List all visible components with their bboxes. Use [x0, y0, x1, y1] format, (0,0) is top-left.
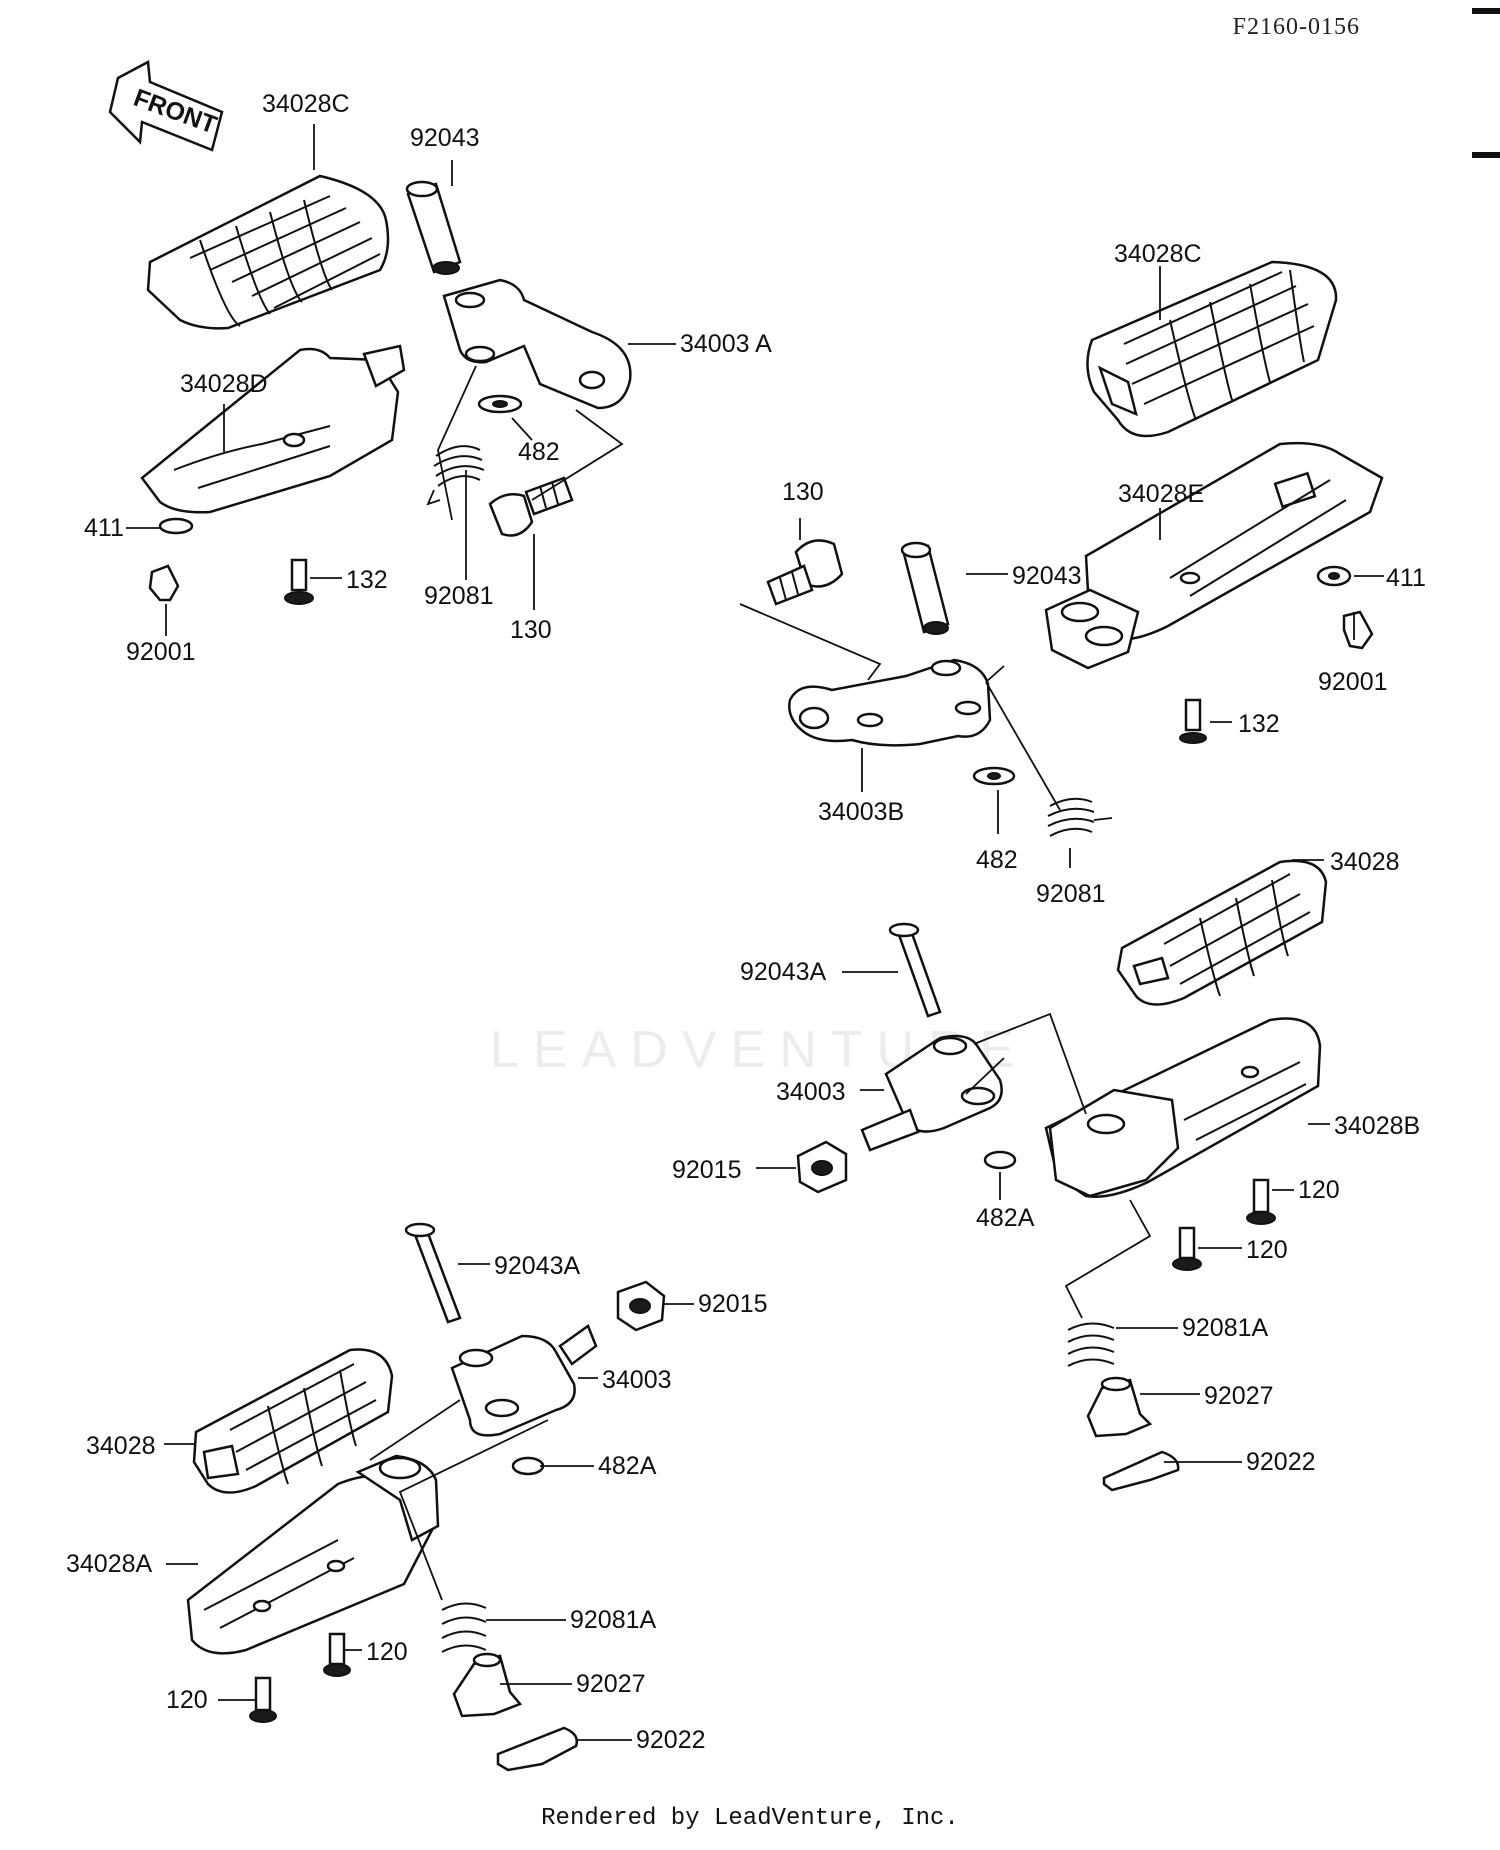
callout-label: 92015 [672, 1156, 742, 1184]
edge-mark [1472, 152, 1500, 158]
collar-92027-left [452, 1652, 523, 1718]
callout-label: 482 [976, 846, 1018, 874]
nipple-92001-right [1342, 610, 1374, 650]
spring-92081-left [426, 445, 485, 506]
callout-label: 92015 [698, 1290, 768, 1318]
screw-132-left [284, 558, 314, 605]
callout-label: 34003B [818, 798, 904, 826]
cam-92022-right [1102, 1450, 1180, 1492]
nipple-92001-left [148, 564, 180, 602]
callout-label: 120 [166, 1686, 208, 1714]
callout-label: 34028B [1334, 1112, 1420, 1140]
front-arrow: FRONT [108, 60, 224, 152]
footer-credit: Rendered by LeadVenture, Inc. [541, 1805, 959, 1832]
bolt-130-right [766, 539, 844, 606]
pin-92043a-left [404, 1222, 462, 1324]
callout-label: 92081A [1182, 1314, 1269, 1342]
callout-label: 92043 [1012, 562, 1082, 590]
nut-92015-left [616, 1280, 666, 1332]
callout-labels: 34028C 92043 34003 A 34028D 482 411 132 … [66, 90, 1426, 1754]
pin-92043-left [405, 180, 462, 275]
callout-label: 130 [782, 478, 824, 506]
bolt-130-left [488, 476, 574, 537]
spring-92081a-left [441, 1602, 487, 1653]
spring-92081-right [1047, 797, 1113, 837]
callout-label: 92022 [1246, 1448, 1316, 1476]
callout-label: 411 [84, 514, 124, 542]
callout-label: 34028E [1118, 480, 1204, 508]
callout-label: 34028C [1114, 240, 1202, 268]
callout-label: 92043A [740, 958, 827, 986]
callout-label: 92027 [576, 1670, 646, 1698]
bracket-34003-left [450, 1324, 598, 1437]
washer-hole [987, 772, 1001, 780]
callout-label: 34028A [66, 1550, 153, 1578]
bracket-34003b [788, 658, 992, 747]
footpeg-rubber-34028-left [192, 1348, 394, 1494]
callout-label: 132 [1238, 710, 1280, 738]
footpeg-base-34028b [1044, 1017, 1322, 1198]
callout-label: 130 [510, 616, 552, 644]
callout-label: 92081 [424, 582, 494, 610]
washer-482a-left [511, 1456, 545, 1476]
callout-label: 92022 [636, 1726, 706, 1754]
footpeg-rubber-34028c-left [146, 174, 390, 330]
footpeg-base-34028d [140, 344, 406, 514]
collar-92027-right [1086, 1376, 1153, 1438]
footpeg-rubber-34028-right [1116, 859, 1328, 1006]
callout-label: 92081 [1036, 880, 1106, 908]
callout-label: 34028 [86, 1432, 156, 1460]
washer-411-left [158, 517, 194, 535]
callout-label: 92027 [1204, 1382, 1274, 1410]
callout-label: 92001 [126, 638, 196, 666]
callout-label: 120 [1298, 1176, 1340, 1204]
screw-120-right-b [1172, 1226, 1202, 1271]
diagram-code: F2160-0156 [1232, 14, 1360, 40]
washer-hole [492, 400, 508, 408]
callout-label: 34003 [602, 1366, 672, 1394]
callout-label: 34028 [1330, 848, 1400, 876]
spring-92081a-right [1067, 1322, 1115, 1367]
callout-label: 92081A [570, 1606, 657, 1634]
footpeg-base-34028e [1044, 441, 1384, 670]
footpeg-base-34028a [186, 1454, 440, 1655]
screw-120-left-b [249, 1676, 277, 1723]
footpeg-rubber-34028c-right [1086, 260, 1338, 438]
callout-label: 120 [1246, 1236, 1288, 1264]
callout-label: 482A [598, 1452, 657, 1480]
callout-label: 132 [346, 566, 388, 594]
callout-label: 34028C [262, 90, 350, 118]
edge-mark [1472, 8, 1500, 14]
screw-120-left-a [323, 1632, 351, 1677]
screw-120-right-a [1246, 1178, 1276, 1225]
callout-label: 92001 [1318, 668, 1388, 696]
callout-label: 482 [518, 438, 560, 466]
bracket-34003-right [860, 1034, 1003, 1152]
callout-label: 34028D [180, 370, 268, 398]
pin-92043a-right [888, 922, 942, 1018]
callout-label: 411 [1386, 564, 1426, 592]
callout-label: 92043A [494, 1252, 581, 1280]
pin-92043-right [900, 541, 950, 635]
callout-label: 92043 [410, 124, 480, 152]
leader-lines [126, 124, 1384, 1741]
washer-482a-right [983, 1150, 1017, 1170]
callout-label: 34003 A [680, 330, 772, 358]
nut-92015-right [796, 1140, 848, 1194]
cam-92022-left [496, 1726, 578, 1772]
screw-132-right [1179, 698, 1207, 744]
callout-label: 482A [976, 1204, 1035, 1232]
bracket-34003a [442, 278, 632, 410]
washer-hole [1328, 572, 1340, 580]
callout-label: 34003 [776, 1078, 846, 1106]
callout-label: 120 [366, 1638, 408, 1666]
